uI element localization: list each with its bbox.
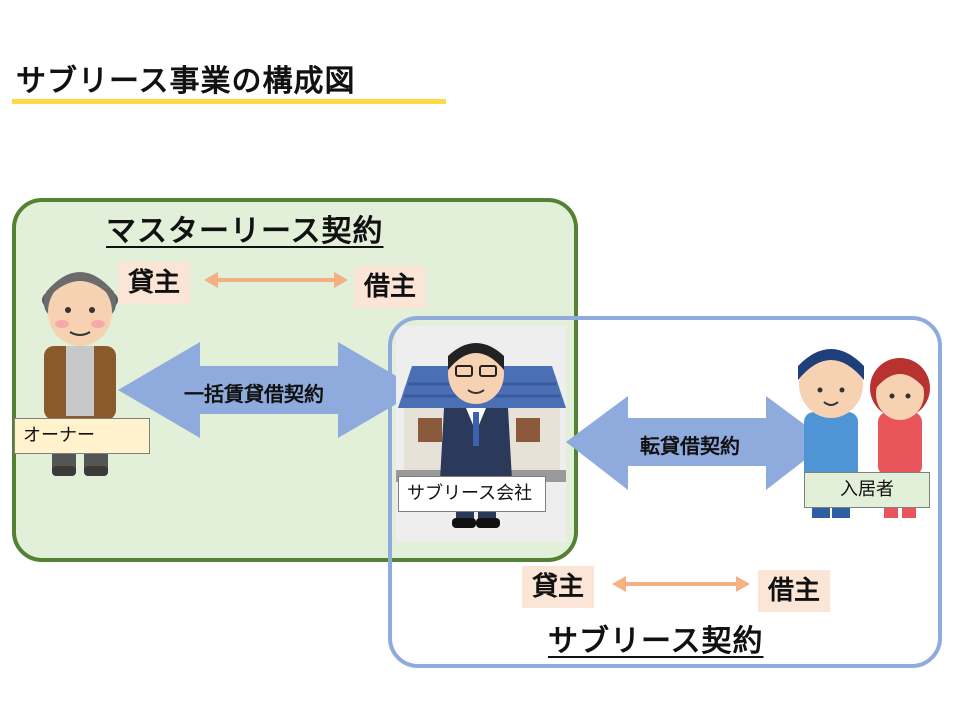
master-lessee-label: 借主 [354,266,427,308]
tenants-label: 入居者 [804,472,930,508]
master-contract-label: 一括賃貸借契約 [184,382,324,406]
sublease-box [388,316,942,668]
sublease-heading: サブリース契約 [548,624,764,659]
master-role-arrow [204,272,348,288]
page-title: サブリース事業の構成図 [16,64,356,99]
master-lessor-label: 貸主 [118,262,191,304]
sublease-role-arrow [612,576,750,592]
sublease-contract-label: 転貸借契約 [640,434,740,458]
owner-label: オーナー [14,418,150,454]
sublease-contract-arrow [566,396,828,490]
title-underline [12,99,446,104]
sublease-lessor-label: 貸主 [522,566,595,608]
sublease-lessee-label: 借主 [758,570,831,612]
master-lease-heading: マスターリース契約 [106,214,384,249]
company-label: サブリース会社 [398,476,546,512]
master-contract-arrow [118,342,420,438]
owner-person-icon [42,272,118,476]
